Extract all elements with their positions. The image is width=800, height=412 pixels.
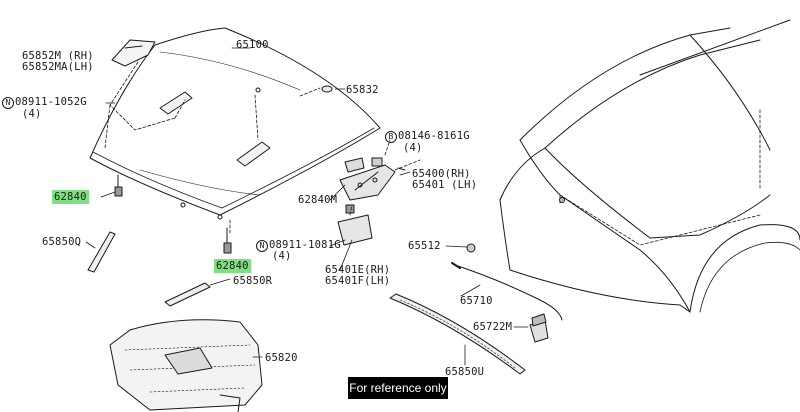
label-65400: 65400(RH) [412,168,471,180]
hood-stay-62840-bottom [223,227,232,254]
leader-lines [85,47,529,366]
hood-stay-62840-left [114,174,123,197]
hood-panel [89,27,381,220]
clip-62840m [344,157,365,173]
hinge-bracket-65401e [337,204,373,246]
label-08146-8161g-qty: (4) [403,142,423,154]
label-65850u: 65850U [445,366,485,378]
label-65850q: 65850Q [42,236,82,248]
label-65401e: 65401E(RH) [325,264,391,276]
release-handle-65722m [529,313,549,343]
nut-symbol: N [2,97,14,109]
hood-hinge-65400 [339,157,406,201]
insulator-65820 [109,319,263,412]
label-65852m: 65852M (RH) [22,50,94,62]
hood-bumper-65852m [111,39,156,67]
label-65832: 65832 [346,84,379,96]
label-65512: 65512 [408,240,441,252]
seal-65850u [389,293,526,375]
label-65850r: 65850R [233,275,273,287]
label-08911-1081g-qty: (4) [272,250,292,262]
seal-65850q [87,231,116,273]
label-65852ma: 65852MA(LH) [22,61,94,73]
label-62840-bottom: 62840 [214,259,251,273]
label-65401: 65401 (LH) [412,179,478,191]
assembly-lines-hood [104,61,321,236]
label-65710: 65710 [460,295,493,307]
release-cable-65710 [454,264,563,321]
label-65722m: 65722M [473,321,513,333]
bolt-symbol: B [385,131,397,143]
reference-banner: For reference only [348,377,448,399]
label-65820: 65820 [265,352,298,364]
label-62840m: 62840M [298,194,338,206]
label-65100: 65100 [236,39,269,51]
label-62840-left: 62840 [52,190,89,204]
grommet-65832 [321,85,333,93]
label-65401f: 65401F(LH) [325,275,391,287]
vehicle-body [499,19,800,313]
label-08911-1052g-qty: (4) [22,108,42,120]
nut-symbol: N [256,240,268,252]
stopper-65512 [466,243,476,253]
seal-65850r [164,282,211,307]
